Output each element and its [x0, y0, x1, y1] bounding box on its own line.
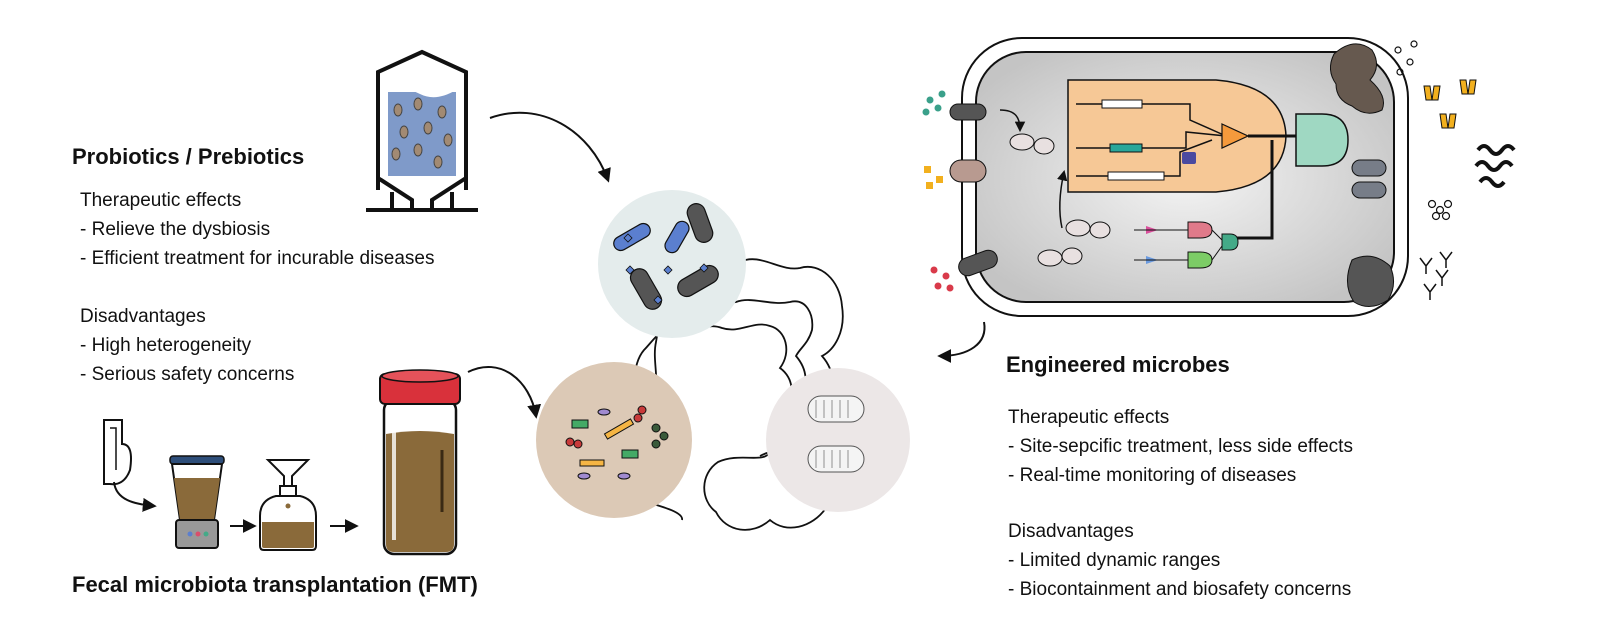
blender-icon: [169, 455, 225, 549]
engineered-disadv-heading: Disadvantages: [1008, 521, 1134, 542]
stool-jar-icon: [379, 369, 461, 556]
engineered-title: Engineered microbes: [1006, 352, 1230, 377]
engineered-microbes-circle: [766, 368, 910, 512]
engineered-disadv-block: Disadvantages - Limited dynamic ranges -…: [1008, 517, 1351, 604]
silo-icon: [366, 49, 478, 212]
probiotics-effect-1: - Relieve the dysbiosis: [80, 219, 271, 240]
probiotics-disadv-1: - High heterogeneity: [80, 335, 252, 356]
probiotics-effects-block: Therapeutic effects - Relieve the dysbio…: [80, 186, 435, 273]
engineered-effect-1: - Site-sepcific treatment, less side eff…: [1008, 436, 1353, 457]
engineered-effect-2: - Real-time monitoring of diseases: [1008, 465, 1297, 486]
engineered-disadv-1: - Limited dynamic ranges: [1008, 550, 1221, 571]
engineered-effects-heading: Therapeutic effects: [1008, 407, 1170, 428]
engineered-cell: [949, 37, 1409, 317]
external-molecules: [922, 40, 1516, 300]
arrow-probiotics: [489, 111, 611, 183]
filter-bottle-icon: [259, 459, 317, 551]
arrow-fmt-1: [113, 481, 157, 512]
probiotics-disadv-2: - Serious safety concerns: [80, 364, 295, 385]
probiotics-title: Probiotics / Prebiotics: [72, 144, 305, 169]
fmt-title: Fecal microbiota transplantation (FMT): [72, 572, 478, 597]
arrow-engineered: [937, 321, 986, 363]
probiotics-effect-2: - Efficient treatment for incurable dise…: [80, 248, 435, 269]
probiotics-disadv-heading: Disadvantages: [80, 306, 206, 327]
probiotic-bacteria-circle: [598, 190, 746, 338]
probiotics-effects-heading: Therapeutic effects: [80, 190, 242, 211]
toilet-icon: [103, 419, 132, 486]
engineered-disadv-2: - Biocontainment and biosafety concerns: [1008, 579, 1352, 600]
arrow-fmt: [467, 366, 542, 419]
fmt-microbes-circle: [536, 362, 692, 518]
and-gate: [1295, 113, 1349, 167]
probiotics-disadv-block: Disadvantages - High heterogeneity - Ser…: [80, 302, 294, 389]
engineered-effects-block: Therapeutic effects - Site-sepcific trea…: [1008, 403, 1353, 490]
